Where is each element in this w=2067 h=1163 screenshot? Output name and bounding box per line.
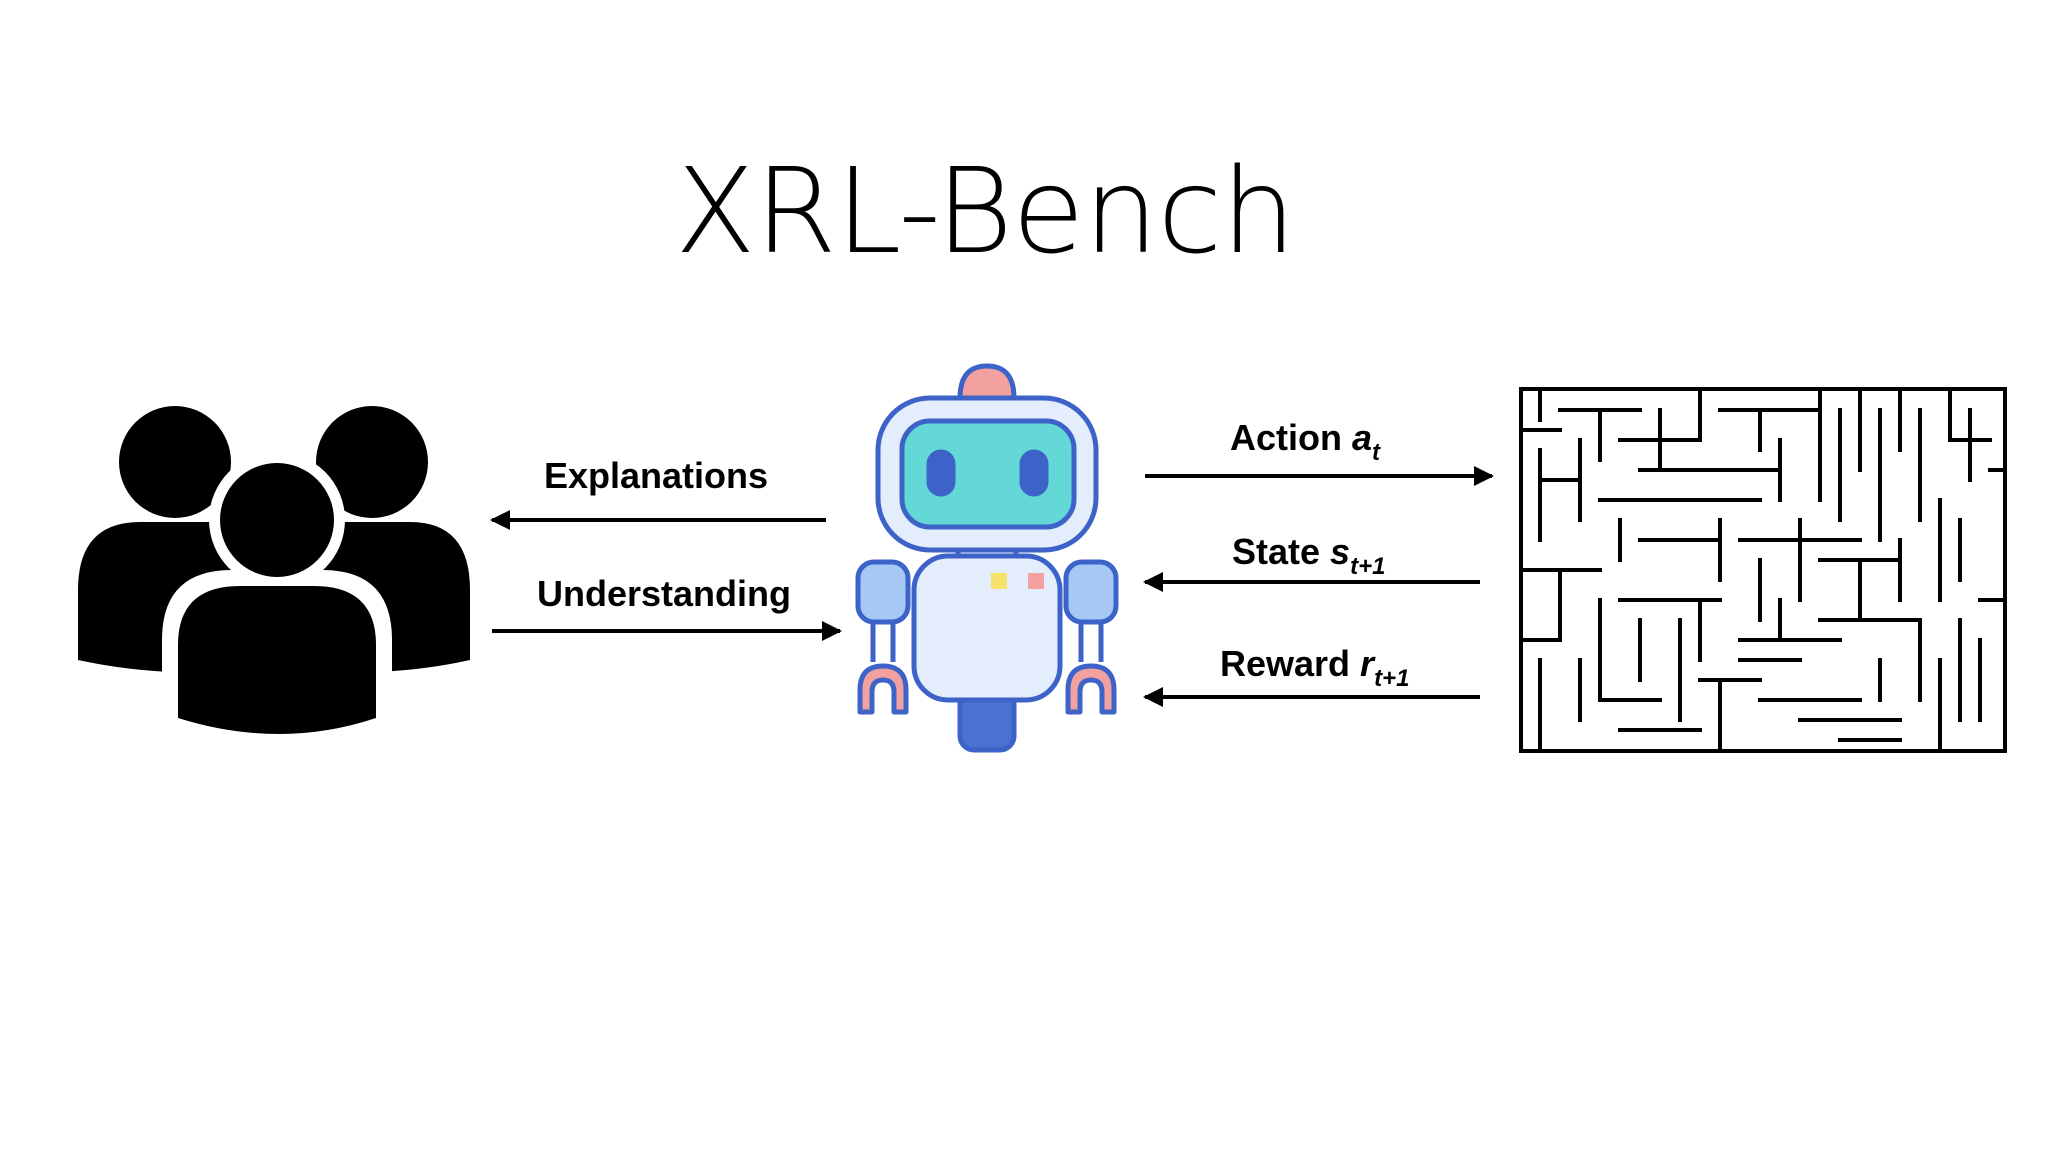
understanding-label: Understanding <box>537 573 791 614</box>
explanations-label: Explanations <box>544 455 768 496</box>
robot-agent-icon <box>855 363 1119 753</box>
users-group-icon <box>78 406 470 735</box>
diagram-title: XRL-Bench <box>675 142 1295 280</box>
reward-label: Reward rt+1 <box>1220 643 1409 692</box>
action-label: Action at <box>1230 417 1381 466</box>
state-label: State st+1 <box>1232 531 1385 580</box>
maze-environment-icon <box>1519 387 2007 753</box>
